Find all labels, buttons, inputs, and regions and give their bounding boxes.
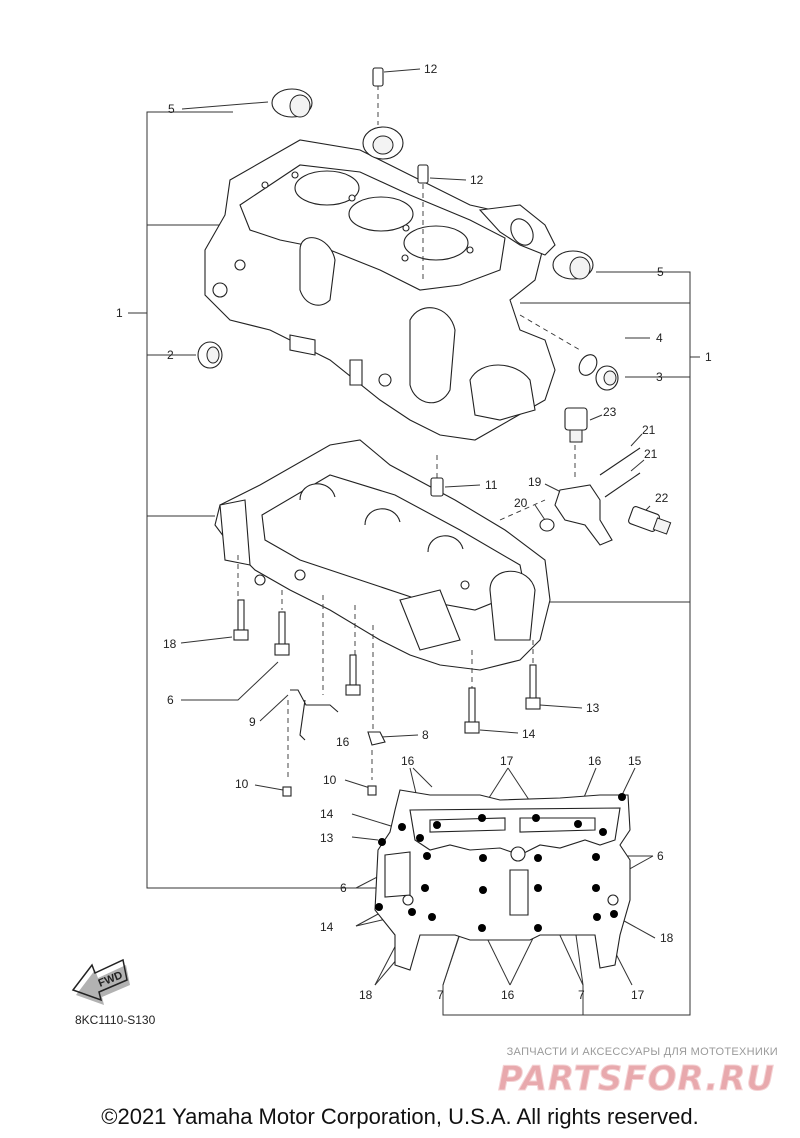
callout-18: 18: [359, 988, 373, 1002]
callout-12: 12: [470, 173, 484, 187]
callout-20: 20: [514, 496, 528, 510]
callout-1: 1: [116, 306, 123, 320]
dowel-pin-upper: [372, 67, 384, 87]
bolt-18: [233, 599, 249, 641]
callout-5: 5: [168, 102, 175, 116]
callout-7: 7: [437, 988, 444, 1002]
watermark-subtitle: ЗАПЧАСТИ И АКСЕССУАРЫ ДЛЯ МОТОТЕХНИКИ: [507, 1046, 778, 1058]
callout-4: 4: [656, 331, 663, 345]
callout-16: 16: [401, 754, 415, 768]
callout-17: 17: [500, 754, 514, 768]
bolt-pattern-view: [374, 789, 631, 971]
callout-16: 16: [501, 988, 515, 1002]
callout-11: 11: [485, 478, 498, 492]
callout-15: 15: [628, 754, 642, 768]
engine-mount-left: [271, 88, 313, 118]
bolt-13: [525, 664, 541, 710]
callout-12: 12: [424, 62, 438, 76]
oil-pipe: [290, 689, 339, 741]
callout-19: 19: [528, 475, 542, 489]
bolt-14: [464, 687, 480, 734]
callout-1: 1: [705, 350, 712, 364]
alignment-lines: [237, 85, 581, 780]
sensor: [628, 506, 672, 535]
callout-3: 3: [656, 370, 663, 384]
engine-mount-right: [552, 250, 594, 280]
callout-23: 23: [603, 405, 617, 419]
plug: [197, 341, 223, 369]
callout-8: 8: [422, 728, 429, 742]
callout-6: 6: [340, 881, 347, 895]
callout-10: 10: [323, 773, 337, 787]
dowel-pin-middle: [417, 164, 429, 184]
callout-18: 18: [660, 931, 674, 945]
bolt-dots: [375, 793, 626, 932]
callout-21: 21: [644, 447, 658, 461]
pressure-switch: [564, 407, 588, 443]
bolt-10-left: [282, 786, 292, 797]
callout-21: 21: [642, 423, 656, 437]
bracket: [367, 731, 386, 746]
watermark-logo: PARTSFOR.RU: [498, 1059, 775, 1099]
callout-16: 16: [336, 735, 350, 749]
bolt-6: [274, 611, 290, 656]
callout-14: 14: [320, 807, 334, 821]
callout-6: 6: [657, 849, 664, 863]
copyright-notice: ©2021 Yamaha Motor Corporation, U.S.A. A…: [101, 1104, 699, 1129]
callout-14: 14: [522, 727, 536, 741]
upper-crankcase: [204, 139, 556, 441]
callout-14: 14: [320, 920, 334, 934]
callout-9: 9: [249, 715, 256, 729]
callout-10: 10: [235, 777, 249, 791]
callout-13: 13: [320, 831, 334, 845]
callout-labels: 12 5 12 5 1 1 2 4 3 23 21 21 11 19 20 22…: [116, 62, 712, 1002]
callout-16: 16: [588, 754, 602, 768]
diagram-code: 8KC1110-S130: [75, 1013, 156, 1027]
bolt-16: [345, 654, 361, 696]
o-ring: [578, 354, 598, 376]
callout-22: 22: [655, 491, 669, 505]
callout-6: 6: [167, 693, 174, 707]
fwd-arrow-icon: FWD: [71, 958, 130, 1005]
oil-pump-housing: [554, 484, 613, 546]
small-parts: [197, 67, 672, 797]
callout-17: 17: [631, 988, 645, 1002]
watermark: ЗАПЧАСТИ И АКСЕССУАРЫ ДЛЯ МОТОТЕХНИКИ PA…: [497, 1046, 778, 1100]
callout-5: 5: [657, 265, 664, 279]
bolt-10-right: [367, 785, 377, 796]
lower-crankcase: [214, 439, 551, 671]
dowel-pin-lower: [430, 477, 444, 497]
callout-13: 13: [586, 701, 600, 715]
plug-right: [595, 365, 619, 391]
callout-7: 7: [578, 988, 585, 1002]
o-ring-small: [539, 518, 555, 532]
callout-18: 18: [163, 637, 177, 651]
callout-2: 2: [167, 348, 174, 362]
